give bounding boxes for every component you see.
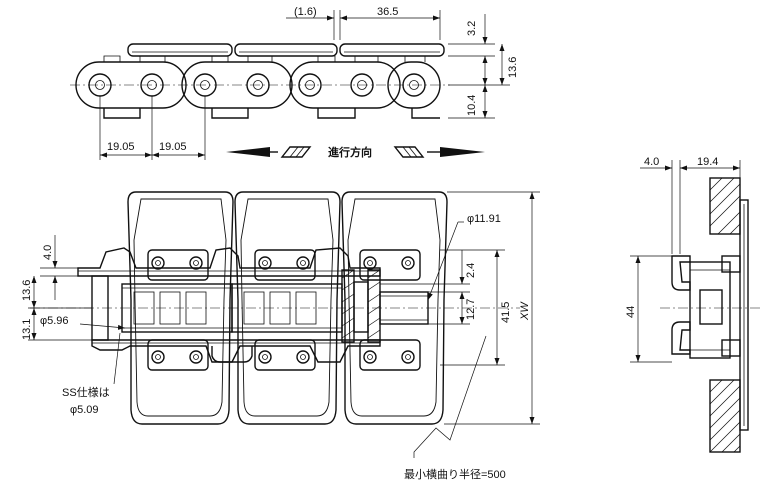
- side-links: [75, 55, 441, 119]
- dim-top-r1: 3.2: [466, 21, 478, 36]
- dim-side-40: 4.0: [644, 156, 659, 168]
- dim-hole: φ11.91: [467, 213, 501, 225]
- dim-plan-xw: XW: [519, 301, 531, 321]
- dim-plan-136: 13.6: [21, 280, 33, 301]
- dim-side-194: 19.4: [697, 156, 718, 168]
- dim-top-r3: 10.4: [466, 95, 478, 116]
- dim-plan-131: 13.1: [21, 319, 33, 340]
- ss-note-line2: φ5.09: [70, 404, 99, 416]
- dim-plan-415: 41.5: [500, 302, 512, 323]
- top-plate-2: [234, 43, 338, 57]
- dim-plan-24: 2.4: [465, 263, 477, 278]
- direction-label: 進行方向: [328, 145, 372, 159]
- plan-view: 4.0 13.6 13.1 φ5.96 SS仕様は φ5.09 φ11.91 2…: [21, 191, 540, 481]
- direction-arrow: [226, 146, 485, 158]
- dim-plan-40: 4.0: [42, 245, 54, 260]
- plan-link-plates: [77, 247, 381, 363]
- dim-pin: φ5.96: [40, 315, 69, 327]
- dim-top-gap: (1.6): [294, 6, 317, 18]
- top-plate-1: [127, 43, 233, 57]
- dim-top-r2: 13.6: [507, 57, 519, 78]
- ss-note-line1: SS仕様は: [62, 385, 110, 399]
- min-radius-label: 最小横曲り半径=500: [404, 467, 506, 481]
- end-view: 4.0 19.4 44: [625, 156, 760, 453]
- dim-pitch-b: 19.05: [159, 141, 187, 153]
- dim-plan-127: 12.7: [465, 299, 477, 320]
- dim-pitch-a: 19.05: [107, 141, 135, 153]
- end-wall-hatch: [709, 177, 741, 453]
- dim-top-width: 36.5: [377, 6, 398, 18]
- side-view-top: (1.6) 36.5 3.2 13.6 10.4 19.05 19.05: [70, 6, 519, 160]
- top-plate-3: [339, 43, 445, 57]
- dim-side-44: 44: [625, 306, 637, 318]
